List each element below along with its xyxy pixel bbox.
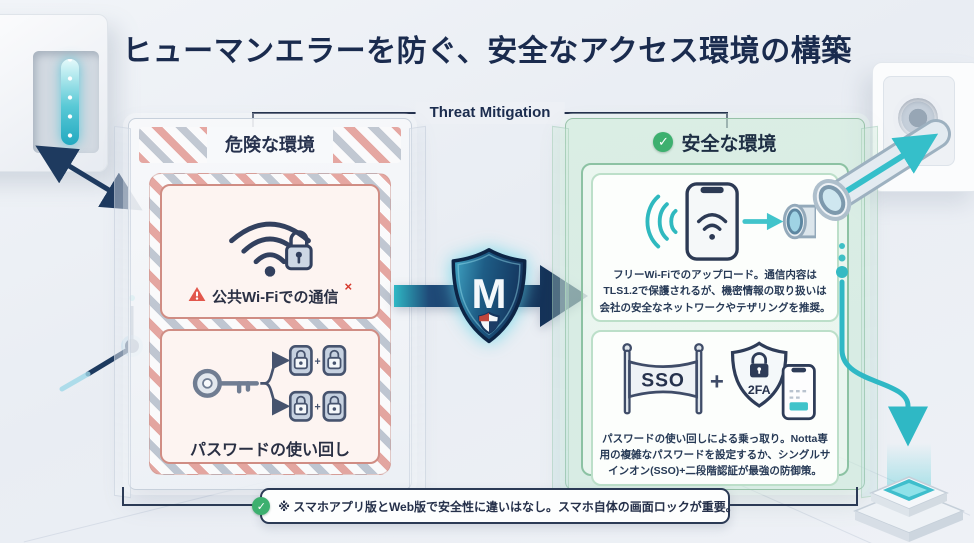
danger-panel-title: 危険な環境 bbox=[207, 127, 333, 163]
bracket-label: Threat Mitigation bbox=[415, 102, 565, 124]
safe-panel-header: ✓ 安全な環境 bbox=[566, 124, 864, 160]
safe-panel-title: 安全な環境 bbox=[681, 133, 777, 155]
cross-mark: × bbox=[344, 278, 353, 294]
safe-frame: フリーWi-Fiでのアップロード。通信内容はTLS1.2で保護されるが、機密情報… bbox=[581, 163, 849, 486]
warning-triangle-icon bbox=[188, 286, 206, 301]
wifi-lock-icon bbox=[229, 221, 313, 277]
upload-description: フリーWi-Fiでのアップロード。通信内容はTLS1.2で保護されるが、機密情報… bbox=[599, 269, 831, 314]
shield-letter: M bbox=[472, 270, 507, 317]
svg-text:+: + bbox=[315, 401, 321, 413]
public-wifi-card: 公共Wi-Fiでの通信 × bbox=[160, 184, 380, 319]
footer-line-right bbox=[730, 504, 858, 506]
threat-mitigation-bracket: Threat Mitigation bbox=[252, 102, 728, 130]
footer-note-banner: ✓ ※ スマホアプリ版とWeb版で安全性に違いはなし。スマホ自体の画面ロックが重… bbox=[252, 488, 738, 524]
tfa-label: 2FA bbox=[747, 383, 770, 397]
auth-phone-icon bbox=[781, 363, 816, 420]
sso-2fa-card: SSO + 2FA パスワードの使い回しによる乗っ取り。Notta専用の複雑なパ… bbox=[591, 329, 839, 486]
footer-line-left-corner bbox=[122, 487, 124, 506]
wifi-upload-card: フリーWi-Fiでのアップロード。通信内容はTLS1.2で保護されるが、機密情報… bbox=[591, 173, 839, 322]
shield-badge-icon bbox=[478, 311, 500, 335]
glow-bar-decoration bbox=[61, 59, 79, 145]
lock-tiles: + + bbox=[288, 344, 347, 422]
public-wifi-label: 公共Wi-Fiでの通信 bbox=[211, 288, 339, 306]
pipe-decoration bbox=[812, 119, 951, 221]
auth-description: パスワードの使い回しによる乗っ取り。Notta専用の複雑なパスワードを設定するか… bbox=[599, 432, 831, 478]
footer-note-text: ※ スマホアプリ版とWeb版で安全性に違いはなし。スマホ自体の画面ロックが重要。 bbox=[278, 499, 738, 514]
sso-2fa-icon: SSO + 2FA bbox=[621, 341, 816, 420]
phone-wifi-pipe-icon bbox=[645, 182, 816, 261]
data-flow-path-decoration bbox=[836, 243, 928, 447]
check-circle-icon: ✓ bbox=[252, 497, 271, 515]
check-circle-icon: ✓ bbox=[653, 132, 674, 152]
sso-label: SSO bbox=[641, 370, 685, 391]
key-reuse-icon: + + bbox=[192, 334, 347, 422]
safe-panel: ✓ 安全な環境 bbox=[565, 118, 865, 490]
footer-line-left bbox=[122, 504, 260, 506]
danger-panel-header: 危険な環境 bbox=[139, 127, 401, 163]
page-title: ヒューマンエラーを防ぐ、安全なアクセス環境の構築 bbox=[122, 35, 852, 68]
svg-text:+: + bbox=[315, 355, 321, 367]
footer-line-right-corner bbox=[856, 487, 858, 506]
pedestal-decoration bbox=[853, 443, 965, 542]
plus-sign: + bbox=[709, 368, 723, 395]
password-reuse-card: + + パスワードの使い回し bbox=[160, 329, 380, 464]
hazard-frame: 公共Wi-Fiでの通信 × bbox=[149, 173, 391, 475]
shield-m-logo: M bbox=[451, 248, 527, 344]
password-reuse-label: パスワードの使い回し bbox=[189, 441, 350, 459]
danger-panel: 危険な環境 bbox=[128, 118, 412, 490]
